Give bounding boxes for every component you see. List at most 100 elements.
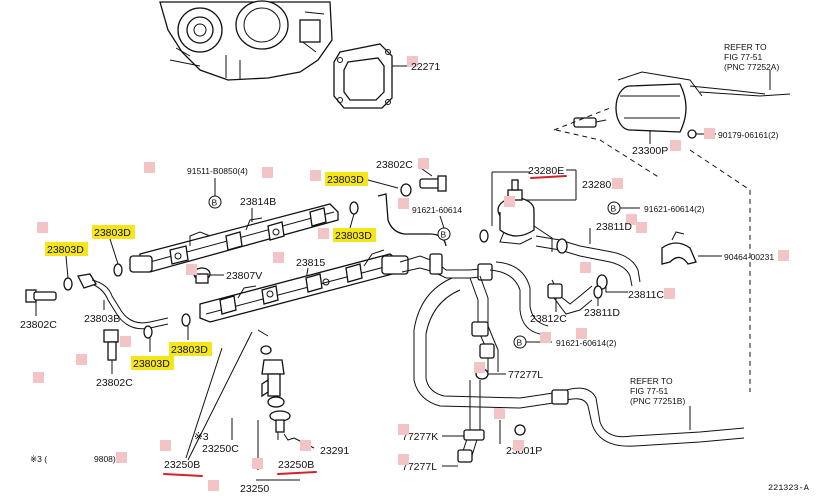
marker: [636, 222, 647, 233]
injector-23250-drawing: [257, 329, 295, 441]
refer-bottom-line-3: (PNC 77251B): [630, 396, 685, 406]
part-label-23803D-top: 23803D: [327, 174, 364, 186]
marker: [407, 56, 418, 67]
pressure-regulator-23280-drawing: [497, 179, 553, 252]
marker: [300, 440, 311, 451]
marker: [37, 222, 48, 233]
part-label-23803D-l2: 23803D: [47, 244, 84, 256]
part-label-23803D-l1: 23803D: [94, 227, 131, 239]
part-label-77277L-bot: 77277L: [402, 461, 437, 473]
marker: [398, 198, 409, 209]
marker: [120, 336, 131, 347]
circle-b-3: B: [611, 204, 617, 214]
marker: [513, 440, 524, 451]
part-label-23811D-bot: 23811D: [584, 307, 620, 319]
marker: [160, 440, 171, 451]
fuel-rail-23814B-drawing: [129, 203, 339, 273]
marker: [504, 196, 515, 207]
marker: [540, 332, 551, 343]
marker: [33, 372, 44, 383]
marker: [670, 140, 681, 151]
note-range-start: ※3 (: [30, 454, 47, 464]
marker: [116, 452, 127, 463]
marker: [252, 458, 263, 469]
part-label-90464: 90464-00231: [724, 252, 774, 262]
refer-top-line-3: (PNC 77252A): [724, 62, 779, 72]
marker: [398, 454, 409, 465]
part-label-91621-b: 91621-60614(2): [644, 204, 705, 214]
return-hose-drawing: [413, 275, 745, 463]
fuel-rail-23815-drawing: [199, 249, 409, 323]
canister-23300P-drawing: [615, 71, 791, 133]
bolt-23802C-left-drawing: [25, 289, 57, 303]
marker: [580, 262, 591, 273]
part-label-23803B: 23803B: [84, 313, 120, 325]
marker: [318, 228, 329, 239]
highlight: [169, 342, 212, 356]
circle-b-2: B: [441, 230, 447, 240]
fitting-drawing: [573, 117, 607, 128]
bolt-23802C-top-drawing: [400, 175, 447, 197]
part-label-22271: 22271: [411, 61, 440, 73]
part-label-23250B-a: 23250B: [164, 459, 200, 471]
part-label-23811D-top: 23811D: [596, 221, 632, 233]
part-label-23815: 23815: [296, 257, 325, 269]
highlight: [92, 225, 135, 239]
marker: [310, 170, 321, 181]
marker: [626, 214, 637, 225]
part-label-23814B: 23814B: [240, 196, 276, 208]
marker: [494, 408, 505, 419]
part-label-23802C-bot: 23802C: [96, 377, 133, 389]
marker: [273, 252, 284, 263]
hose-23812C-drawing: [489, 261, 593, 335]
bolt-23802C-bottom-drawing: [103, 329, 119, 361]
part-label-77277K: 77277K: [402, 431, 438, 443]
delivery-pipe-drawing: [399, 253, 493, 281]
refer-top-line-2: FIG 77-51: [724, 52, 763, 62]
part-label-23280E: 23280E: [528, 165, 564, 177]
part-label-77277L-top: 77277L: [508, 369, 543, 381]
highlight: [333, 228, 376, 242]
part-label-23250B-b: 23250B: [278, 459, 314, 471]
clamp-90464-drawing: [661, 231, 697, 265]
circle-b-1: B: [212, 198, 218, 208]
refer-bottom-line-1: REFER TO: [630, 376, 673, 386]
part-label-90179: 90179-06161(2): [718, 130, 779, 140]
part-label-23807V: 23807V: [226, 270, 262, 282]
marker: [576, 328, 587, 339]
refer-bottom-line-2: FIG 77-51: [630, 386, 669, 396]
part-label-91621-a: 91621-60614: [412, 205, 462, 215]
part-label-23803D-b2: 23803D: [171, 344, 208, 356]
circle-b-4: B: [517, 338, 523, 348]
part-label-23291: 23291: [320, 445, 349, 457]
throttle-body-drawing: [159, 0, 333, 81]
marker: [664, 288, 675, 299]
figure-code: 221323-A: [768, 483, 810, 493]
highlight: [325, 172, 368, 186]
gasket-22271-drawing: [333, 43, 393, 109]
cap-23807V-drawing: [193, 267, 211, 284]
marker: [208, 480, 219, 491]
part-label-23802C-left: 23802C: [20, 319, 57, 331]
highlight: [131, 356, 174, 370]
part-label-23280: 23280: [582, 179, 611, 191]
part-label-23811C: 23811C: [628, 289, 664, 301]
marker: [474, 362, 485, 373]
marker: [398, 424, 409, 435]
part-label-23250C: 23250C: [202, 443, 239, 455]
marker: [704, 128, 715, 139]
marker: [186, 264, 197, 275]
part-label-23801P: 23801P: [506, 445, 542, 457]
part-label-23300P: 23300P: [632, 145, 668, 157]
note-range-end: 9808): [94, 454, 116, 464]
marker: [262, 167, 273, 178]
marker: [778, 250, 789, 261]
part-label-23803D-mid: 23803D: [335, 230, 372, 242]
part-label-91621-c: 91621-60614(2): [556, 338, 617, 348]
part-label-23803D-b1: 23803D: [133, 358, 170, 370]
marker: [612, 178, 623, 189]
part-label-91511: 91511-B0850(4): [187, 166, 248, 176]
pipe-23803B-drawing: [77, 273, 169, 330]
marker: [144, 162, 155, 173]
